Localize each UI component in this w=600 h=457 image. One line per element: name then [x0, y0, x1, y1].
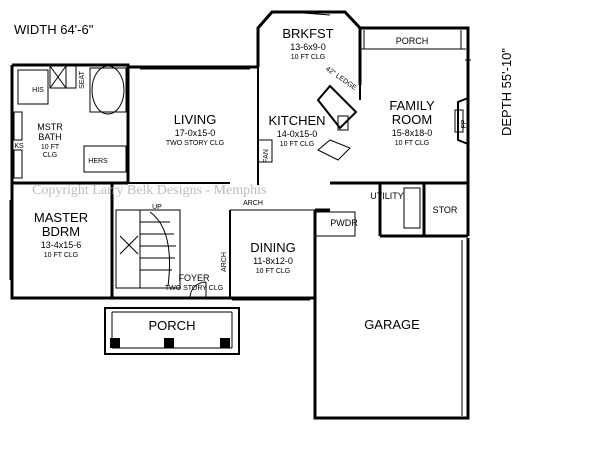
living-name: LIVING — [174, 112, 217, 127]
rear-porch-name: PORCH — [396, 36, 429, 46]
foyer-ceiling: TWO STORY CLG — [165, 285, 223, 292]
hers-label: HERS — [88, 158, 108, 165]
copyright-watermark: Copyright Larry Belk Designs - Memphis — [32, 183, 266, 198]
master-name-1: MASTER — [34, 210, 88, 225]
room-living: LIVING 17-0x15-0 TWO STORY CLG — [166, 112, 224, 147]
family-name-2: ROOM — [392, 112, 432, 127]
overall-width-label: WIDTH 64'-6" — [14, 22, 94, 37]
brkfst-ceiling: 10 FT CLG — [291, 54, 326, 61]
arch-label-2: ARCH — [221, 252, 228, 272]
family-dim: 15-8x18-0 — [392, 128, 433, 138]
kitchen-dim: 14-0x15-0 — [277, 129, 318, 139]
fireplace-label: FP — [461, 119, 468, 128]
kitchen-name: KITCHEN — [268, 113, 325, 128]
overall-depth-label: DEPTH 55'-10" — [499, 48, 514, 136]
family-name-1: FAMILY — [389, 98, 435, 113]
interior-walls — [13, 65, 421, 355]
mstrbath-ceiling-1: 10 FT — [41, 144, 60, 151]
stor-name: STOR — [433, 205, 458, 215]
brkfst-name: BRKFST — [282, 26, 333, 41]
fan-label: FAN — [263, 149, 270, 163]
room-kitchen: KITCHEN 14-0x15-0 10 FT CLG — [268, 113, 325, 148]
foyer-name: FOYER — [178, 273, 210, 283]
master-name-2: BDRM — [42, 224, 80, 239]
utility-name: UTILITY — [370, 191, 404, 201]
room-brkfst: BRKFST 13-6x9-0 10 FT CLG — [282, 26, 333, 61]
master-ceiling: 10 FT CLG — [44, 252, 79, 259]
arch-label-1: ARCH — [243, 200, 263, 207]
exterior-walls — [10, 10, 470, 420]
room-dining: DINING 11-8x12-0 10 FT CLG — [250, 240, 296, 275]
his-label: HIS — [32, 87, 44, 94]
front-porch-name: PORCH — [149, 318, 196, 333]
dining-ceiling: 10 FT CLG — [256, 268, 291, 275]
mstrbath-ceiling-2: CLG — [43, 152, 57, 159]
brkfst-dim: 13-6x9-0 — [290, 42, 326, 52]
stair-up-label: UP — [152, 204, 162, 211]
ks-label: KS — [14, 143, 24, 150]
master-dim: 13-4x15-6 — [41, 240, 82, 250]
kitchen-ceiling: 10 FT CLG — [280, 141, 315, 148]
room-mstrbath: MSTR BATH 10 FT CLG — [37, 122, 63, 159]
room-foyer: FOYER TWO STORY CLG — [165, 273, 223, 292]
windows — [9, 11, 471, 301]
mstrbath-name-2: BATH — [38, 132, 61, 142]
pwdr-name: PWDR — [330, 218, 358, 228]
room-master: MASTER BDRM 13-4x15-6 10 FT CLG — [34, 210, 88, 259]
family-ceiling: 10 FT CLG — [395, 140, 430, 147]
living-ceiling: TWO STORY CLG — [166, 140, 224, 147]
dining-dim: 11-8x12-0 — [253, 256, 293, 266]
room-family: FAMILY ROOM 15-8x18-0 10 FT CLG — [389, 98, 435, 147]
dining-name: DINING — [250, 240, 296, 255]
seat-label: SEAT — [79, 70, 86, 88]
living-dim: 17-0x15-0 — [175, 128, 216, 138]
mstrbath-name-1: MSTR — [37, 122, 63, 132]
garage-name: GARAGE — [364, 317, 420, 332]
